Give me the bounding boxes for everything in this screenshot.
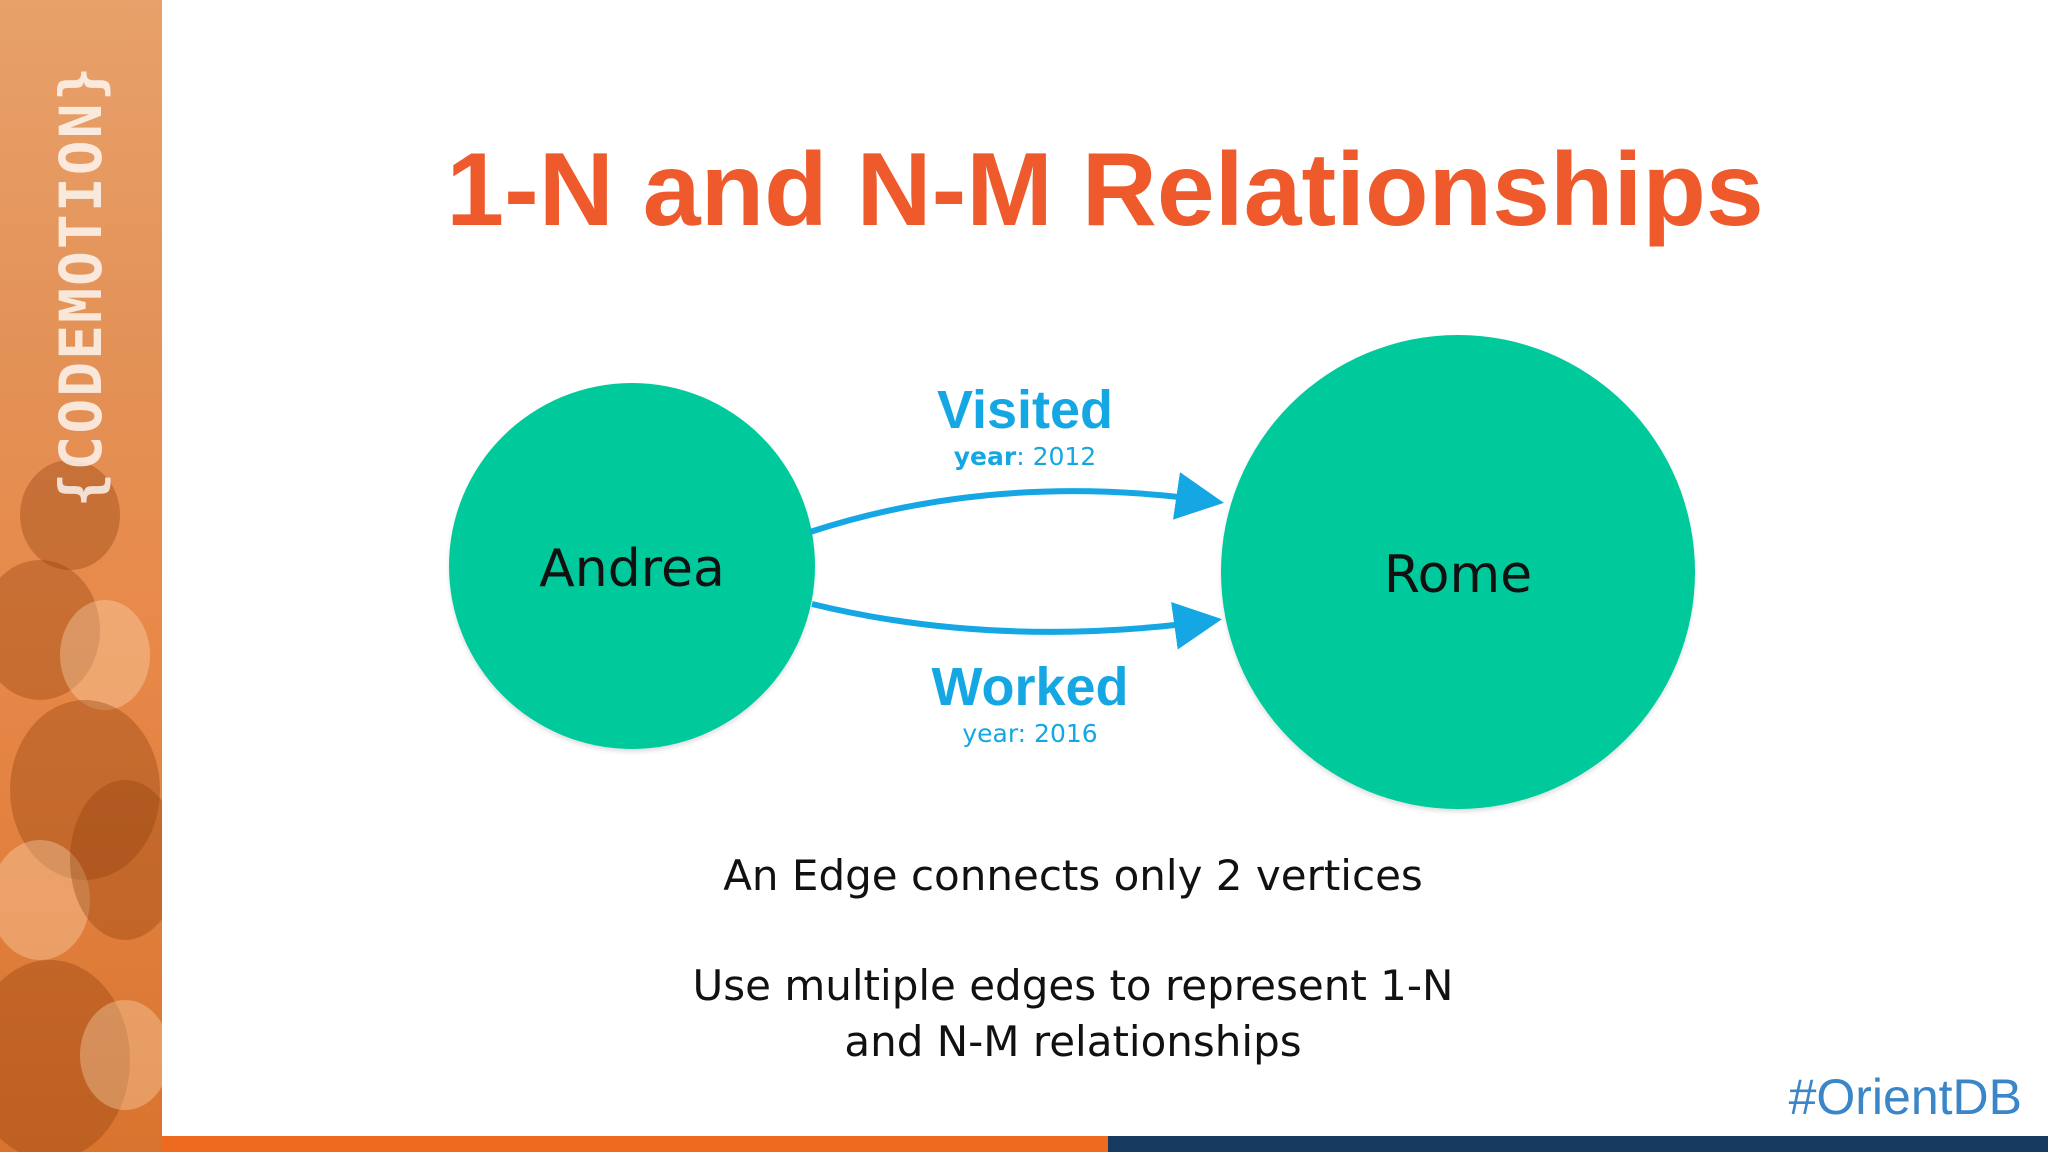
edge-worked-property: year: 2016	[962, 719, 1097, 748]
vertex-andrea-label: Andrea	[539, 539, 725, 599]
hashtag-orientdb: #OrientDB	[1788, 1069, 2022, 1125]
edge-visited-arrow	[809, 472, 1224, 535]
edge-worked-label: Worked	[931, 657, 1128, 717]
caption-line: and N-M relationships	[844, 1017, 1302, 1066]
edge-worked-arrow	[811, 601, 1222, 650]
slide-title: 1-N and N-M Relationships	[446, 132, 1764, 248]
caption-edge-definition: An Edge connects only 2 vertices	[723, 851, 1423, 900]
vertex-rome	[1221, 335, 1695, 809]
vertex-andrea	[449, 383, 815, 749]
edge-visited-label: Visited	[937, 380, 1113, 440]
sidebar-photo-strip: {CODEMOTION}	[0, 0, 162, 1152]
caption-multiple-edges: Use multiple edges to represent 1-N and …	[162, 958, 1984, 1070]
footer-bar-orange	[162, 1136, 1108, 1152]
edge-visited-property: year: 2012	[954, 442, 1096, 471]
caption-line: Use multiple edges to represent 1-N	[692, 961, 1454, 1010]
vertex-rome-label: Rome	[1384, 545, 1532, 605]
footer-bar-navy	[1108, 1136, 2048, 1152]
